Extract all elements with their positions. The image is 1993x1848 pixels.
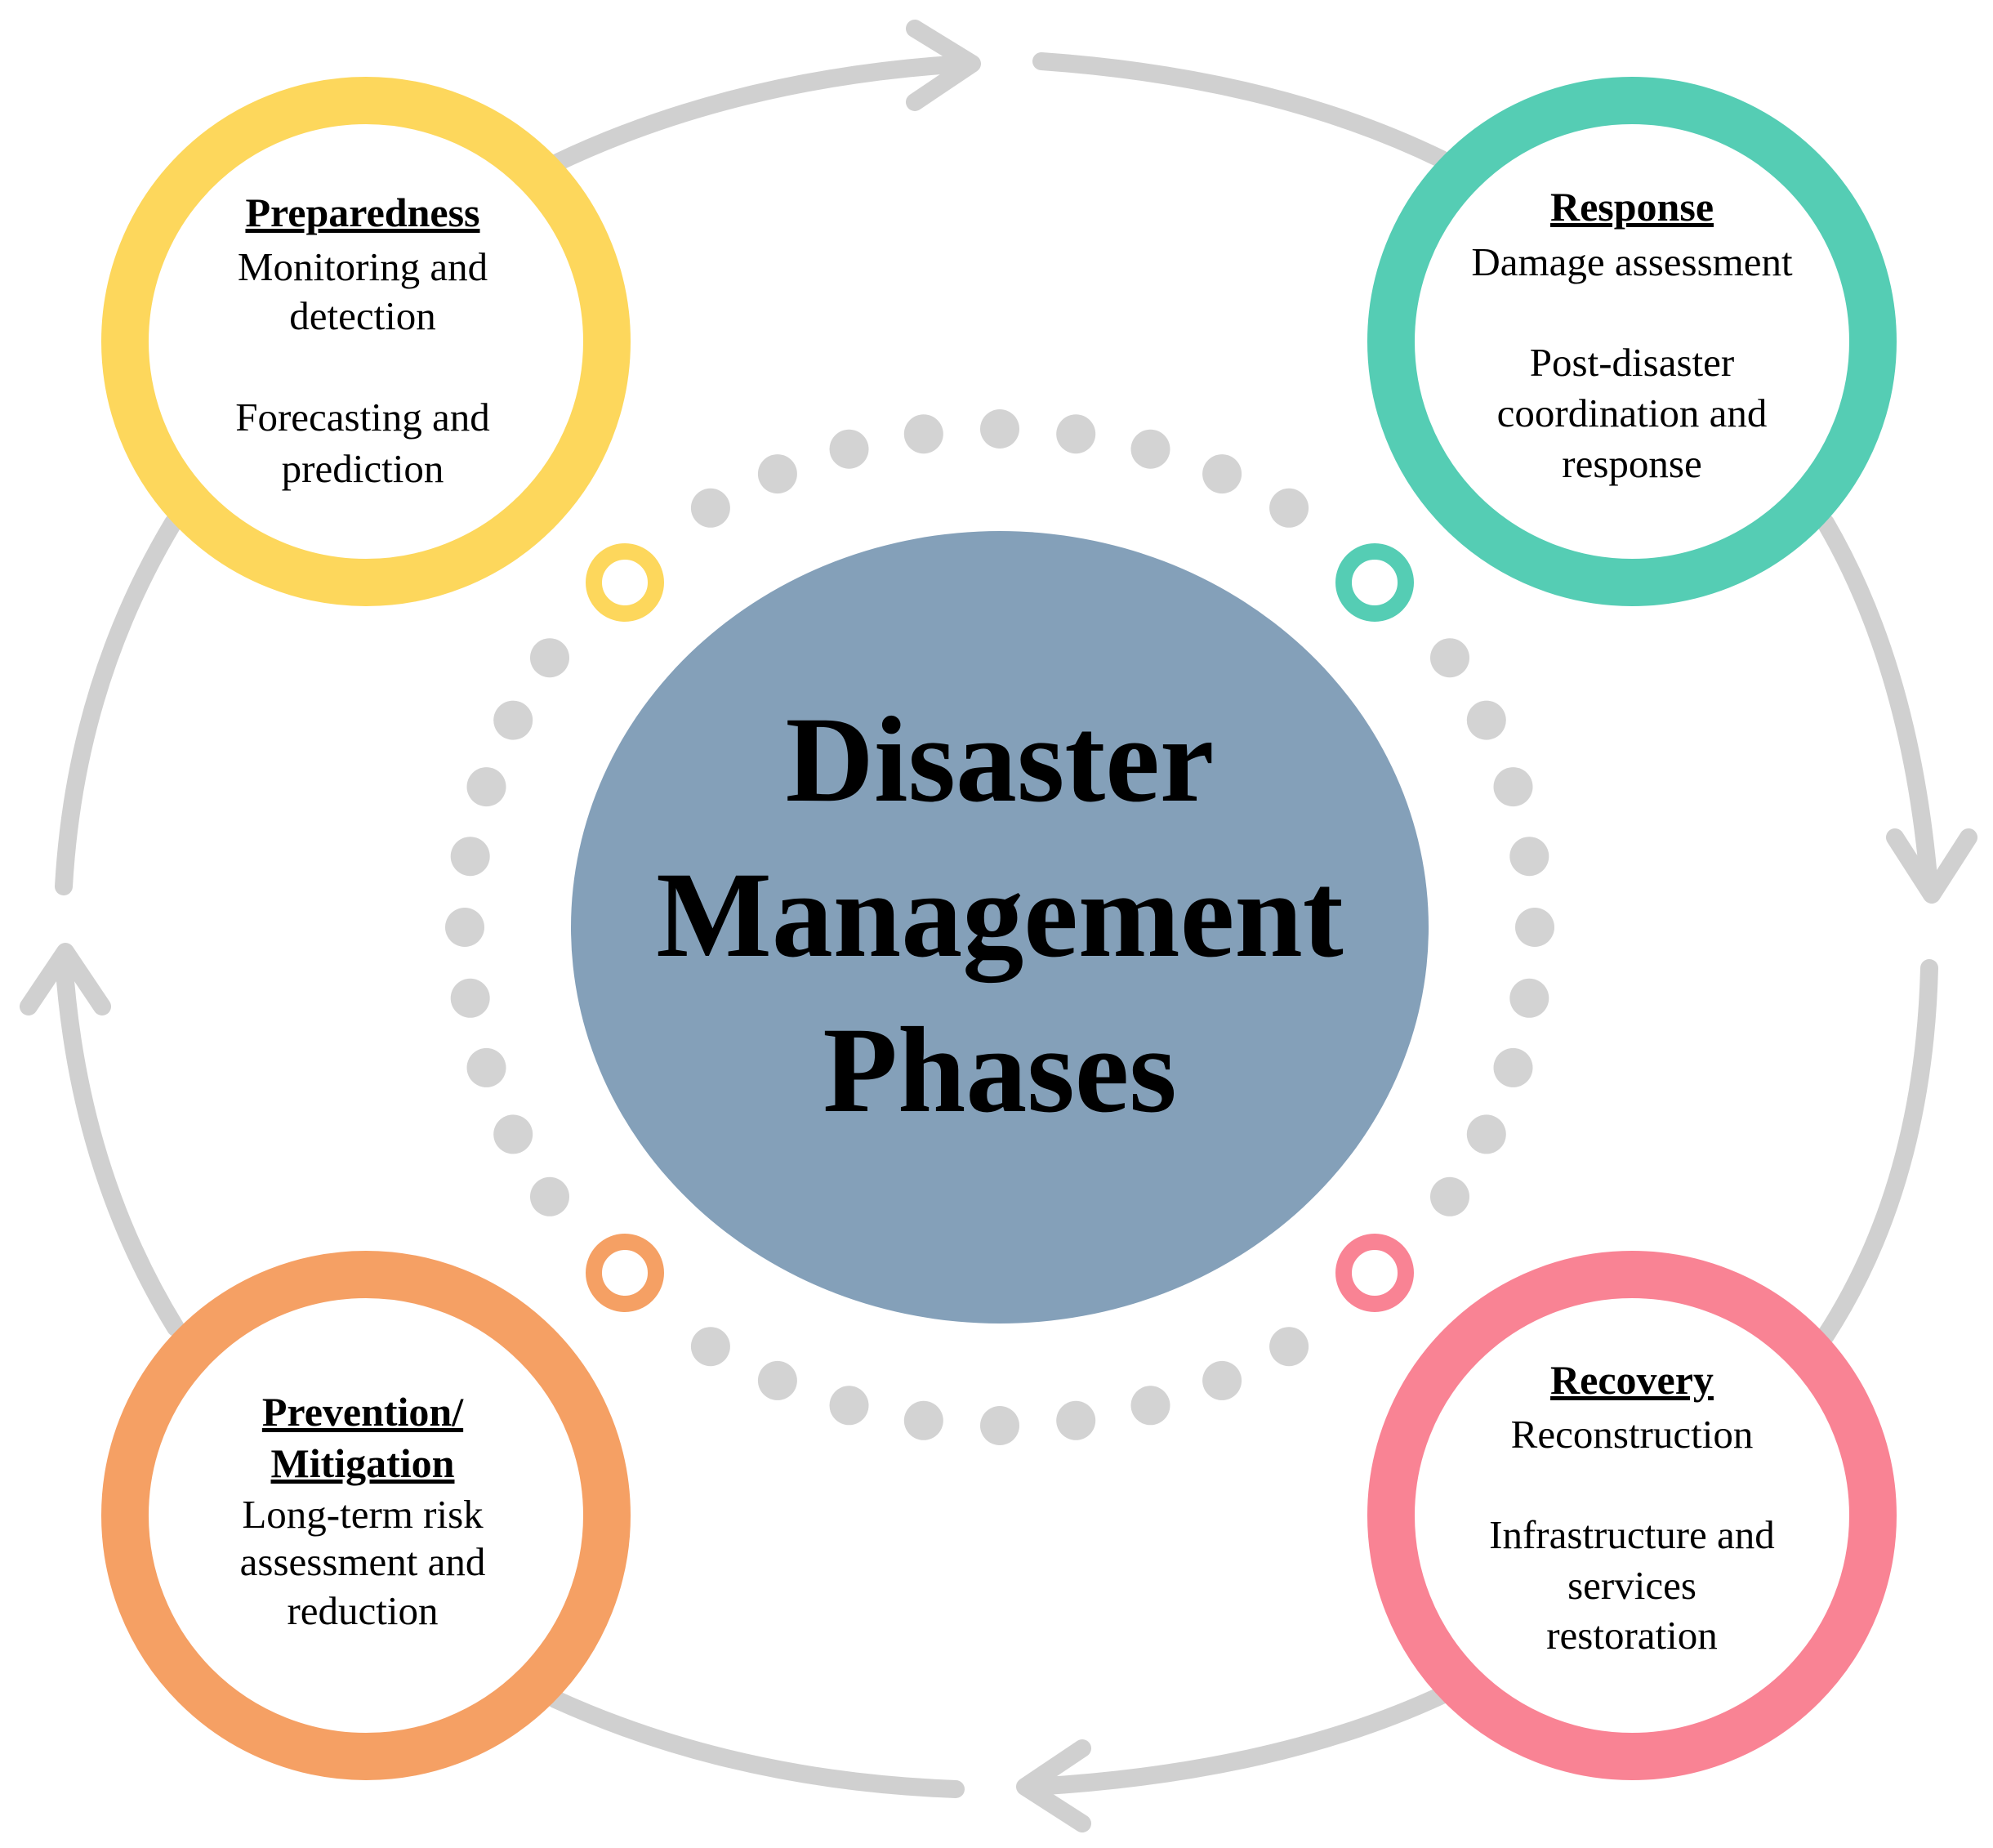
center-title-line-2: Management: [656, 847, 1344, 983]
center-title-line-1: Disaster: [786, 692, 1215, 828]
recovery-ring: [1367, 1251, 1897, 1780]
arc-right-lower: [1817, 959, 1938, 1345]
ring-dot: [903, 414, 943, 454]
ring-dot: [1515, 908, 1554, 947]
phase-preparedness: Preparedness Monitoring and detection Fo…: [101, 77, 631, 606]
accent-ring-recovery: [1335, 1234, 1414, 1312]
accent-rings: [586, 543, 1414, 1312]
ring-dot: [1466, 1114, 1506, 1154]
accent-ring-response: [1335, 543, 1414, 622]
ring-dot: [450, 978, 490, 1018]
ring-dot: [466, 767, 506, 807]
recovery-title: Recovery: [1550, 1357, 1714, 1403]
ring-dot: [1202, 454, 1242, 494]
ring-dot: [450, 837, 490, 877]
ring-dot: [1466, 700, 1506, 740]
phase-prevention: Prevention/ Mitigation Long-term risk as…: [101, 1251, 631, 1780]
phase-response: Response Damage assessment Post-disaster…: [1367, 77, 1897, 606]
ring-dot: [1269, 488, 1309, 528]
preparedness-line-2: detection: [289, 293, 436, 338]
arc-top: [546, 55, 973, 172]
preparedness-line-1: Monitoring and: [238, 244, 488, 289]
accent-ring-preparedness: [586, 543, 664, 622]
ring-dot: [829, 429, 869, 469]
ring-dot: [1509, 978, 1549, 1018]
ring-dot: [493, 700, 533, 740]
ring-dot: [466, 1047, 506, 1087]
prevention-line-1: Long-term risk: [242, 1492, 484, 1537]
arrowhead-right: [1886, 828, 1977, 904]
prevention-title-line-2: Mitigation: [271, 1440, 455, 1486]
accent-ring-prevention: [586, 1234, 664, 1312]
dotted-ring: [445, 409, 1554, 1445]
ring-dot: [1430, 1176, 1469, 1216]
prevention-title-line-1: Prevention/: [262, 1389, 464, 1435]
center-circle: [571, 531, 1429, 1324]
cycle-arrows: [20, 20, 1977, 1832]
response-title: Response: [1550, 184, 1714, 230]
ring-dot: [1430, 638, 1469, 678]
ring-dot: [690, 1327, 730, 1367]
response-line-4: coordination and: [1497, 391, 1768, 435]
arc-bottom-right: [1024, 1686, 1451, 1796]
recovery-line-3: Infrastructure and: [1489, 1512, 1775, 1557]
ring-dot: [757, 454, 797, 494]
recovery-line-4: services: [1567, 1563, 1697, 1608]
prevention-line-2: assessment and: [240, 1539, 486, 1584]
ring-dot: [829, 1386, 869, 1426]
ring-dot: [1056, 1400, 1096, 1440]
arrowhead-top: [906, 20, 981, 111]
recovery-line-5: restoration: [1546, 1613, 1718, 1658]
recovery-line-1: Reconstruction: [1511, 1412, 1754, 1457]
ring-dot: [493, 1114, 533, 1154]
ring-dot: [1056, 414, 1096, 454]
ring-dot: [980, 409, 1019, 449]
ring-dot: [757, 1360, 797, 1400]
arc-bottom-left: [546, 1690, 965, 1798]
ring-dot: [530, 638, 569, 678]
response-line-5: response: [1562, 441, 1701, 486]
preparedness-title: Preparedness: [245, 190, 479, 235]
ring-dot: [690, 488, 730, 528]
ring-dot: [1130, 429, 1170, 469]
ring-dot: [1493, 1047, 1533, 1087]
phase-recovery: Recovery Reconstruction Infrastructure a…: [1367, 1251, 1897, 1780]
arrowhead-bottom: [1016, 1739, 1091, 1832]
response-line-1: Damage assessment: [1471, 239, 1793, 284]
prevention-line-3: reduction: [287, 1588, 438, 1633]
response-line-3: Post-disaster: [1530, 340, 1734, 385]
ring-dot: [1509, 837, 1549, 877]
ring-dot: [903, 1400, 943, 1440]
ring-dot: [1130, 1386, 1170, 1426]
center-title-line-3: Phases: [823, 1002, 1176, 1138]
ring-dot: [530, 1176, 569, 1216]
ring-dot: [1493, 767, 1533, 807]
response-ring: [1367, 77, 1897, 606]
arc-left-upper: [55, 514, 182, 895]
preparedness-line-5: prediction: [282, 446, 444, 491]
arc-top-right: [1032, 52, 1451, 168]
prevention-ring: [101, 1251, 631, 1780]
arc-left-lower: [55, 951, 185, 1337]
ring-dot: [1202, 1360, 1242, 1400]
ring-dot: [980, 1406, 1019, 1445]
ring-dot: [445, 908, 484, 947]
preparedness-line-4: Forecasting and: [235, 395, 490, 440]
arc-right-upper: [1817, 514, 1938, 895]
preparedness-ring: [101, 77, 631, 606]
arrowhead-left: [20, 943, 111, 1016]
ring-dot: [1269, 1327, 1309, 1367]
